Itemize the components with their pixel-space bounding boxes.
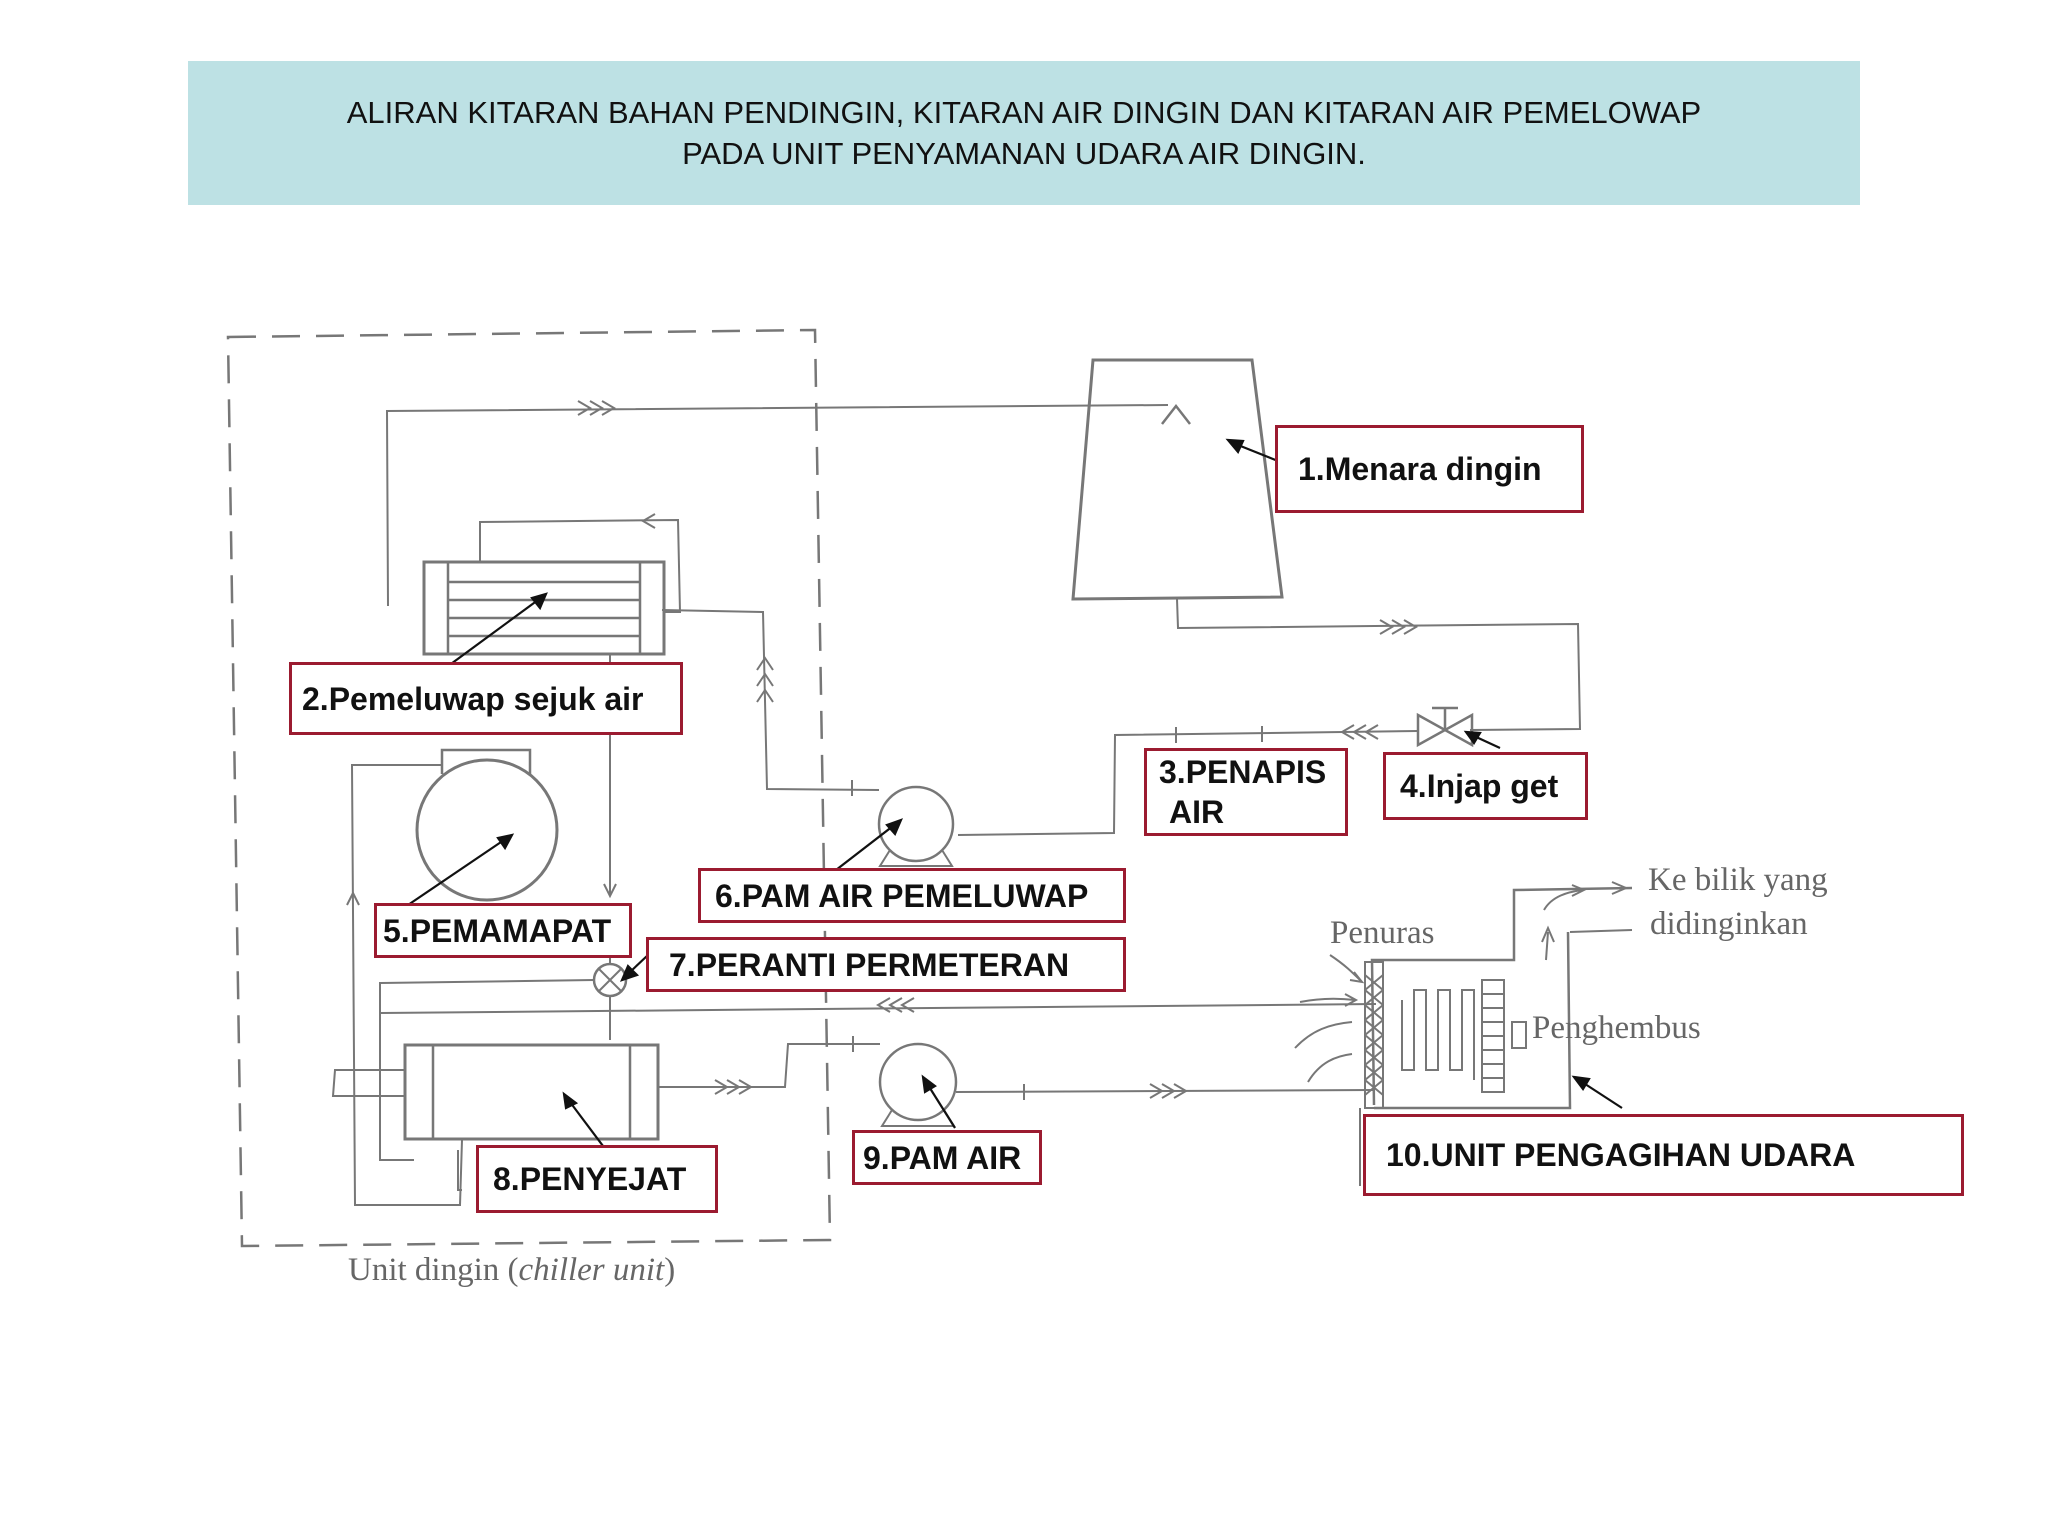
label-pemamapat: 5.PEMAMAPAT (374, 903, 632, 958)
label-penapis-line1: 3.PENAPIS (1159, 754, 1327, 790)
label-menara-dingin: 1.Menara dingin (1275, 425, 1584, 513)
tower-return-line (1176, 598, 1582, 731)
pump-to-condenser-line (661, 609, 880, 791)
penghembus-text: Penghembus (1532, 1010, 1701, 1046)
unit-dingin-close: ) (664, 1252, 676, 1288)
label-pemeluwap-sejuk-air: 2.Pemeluwap sejuk air (289, 662, 683, 735)
label-peranti-permeteran: 7.PERANTI PERMETERAN (646, 937, 1126, 992)
condenser-water-line-top (385, 404, 1169, 607)
chilled-water-return-line (379, 1003, 1377, 1014)
leader-arrow-5 (407, 839, 505, 906)
leader-arrow-9 (927, 1084, 956, 1129)
title-line-1: ALIRAN KITARAN BAHAN PENDINGIN, KITARAN … (346, 95, 1702, 130)
coil-icon (1401, 989, 1475, 1080)
cooling-tower (1071, 358, 1284, 601)
title-line-2: PADA UNIT PENYAMANAN UDARA AIR DINGIN. (682, 136, 1366, 171)
label-pam-air: 9.PAM AIR (852, 1130, 1042, 1185)
ahu-outline (1370, 886, 1633, 1110)
ke-bilik-text-2: didinginkan (1650, 906, 1808, 942)
unit-dingin-text: Unit dingin ( (348, 1252, 519, 1288)
leader-arrow-2 (439, 599, 539, 673)
label-pam-air-pemeluwap: 6.PAM AIR PEMELUWAP (698, 868, 1126, 923)
label-injap-get: 4.Injap get (1383, 752, 1588, 820)
leader-arrow-10 (1581, 1081, 1623, 1109)
gate-valve-icon (1416, 712, 1474, 748)
ke-bilik-text-1: Ke bilik yang (1648, 862, 1828, 898)
penuras-text: Penuras (1330, 915, 1435, 951)
chilled-water-supply-line (955, 1089, 1375, 1093)
label-penyejat: 8.PENYEJAT (476, 1145, 718, 1213)
chiller-unit-boundary (226, 328, 832, 1248)
leader-arrow-4 (1473, 735, 1501, 749)
label-unit-pengagihan-udara: 10.UNIT PENGAGIHAN UDARA (1363, 1114, 1964, 1196)
leader-arrow-1 (1237, 443, 1279, 463)
title-band: ALIRAN KITARAN BAHAN PENDINGIN, KITARAN … (188, 61, 1860, 205)
unit-dingin-caption: Unit dingin (chiller unit) (348, 1252, 675, 1289)
label-penapis-air: 3.PENAPIS AIR (1144, 748, 1348, 836)
evaporator-icon (403, 1043, 660, 1141)
label-penapis-line2: AIR (1169, 794, 1225, 830)
condenser-icon (422, 560, 666, 656)
chiller-unit-text: chiller unit (518, 1252, 665, 1288)
leader-arrow-6 (835, 825, 894, 871)
compressor-icon (415, 758, 559, 902)
chilled-water-pump-icon (878, 1042, 958, 1122)
filter-line (957, 730, 1419, 836)
condenser-water-pump-icon (877, 785, 955, 863)
leader-arrow-7 (629, 954, 649, 973)
